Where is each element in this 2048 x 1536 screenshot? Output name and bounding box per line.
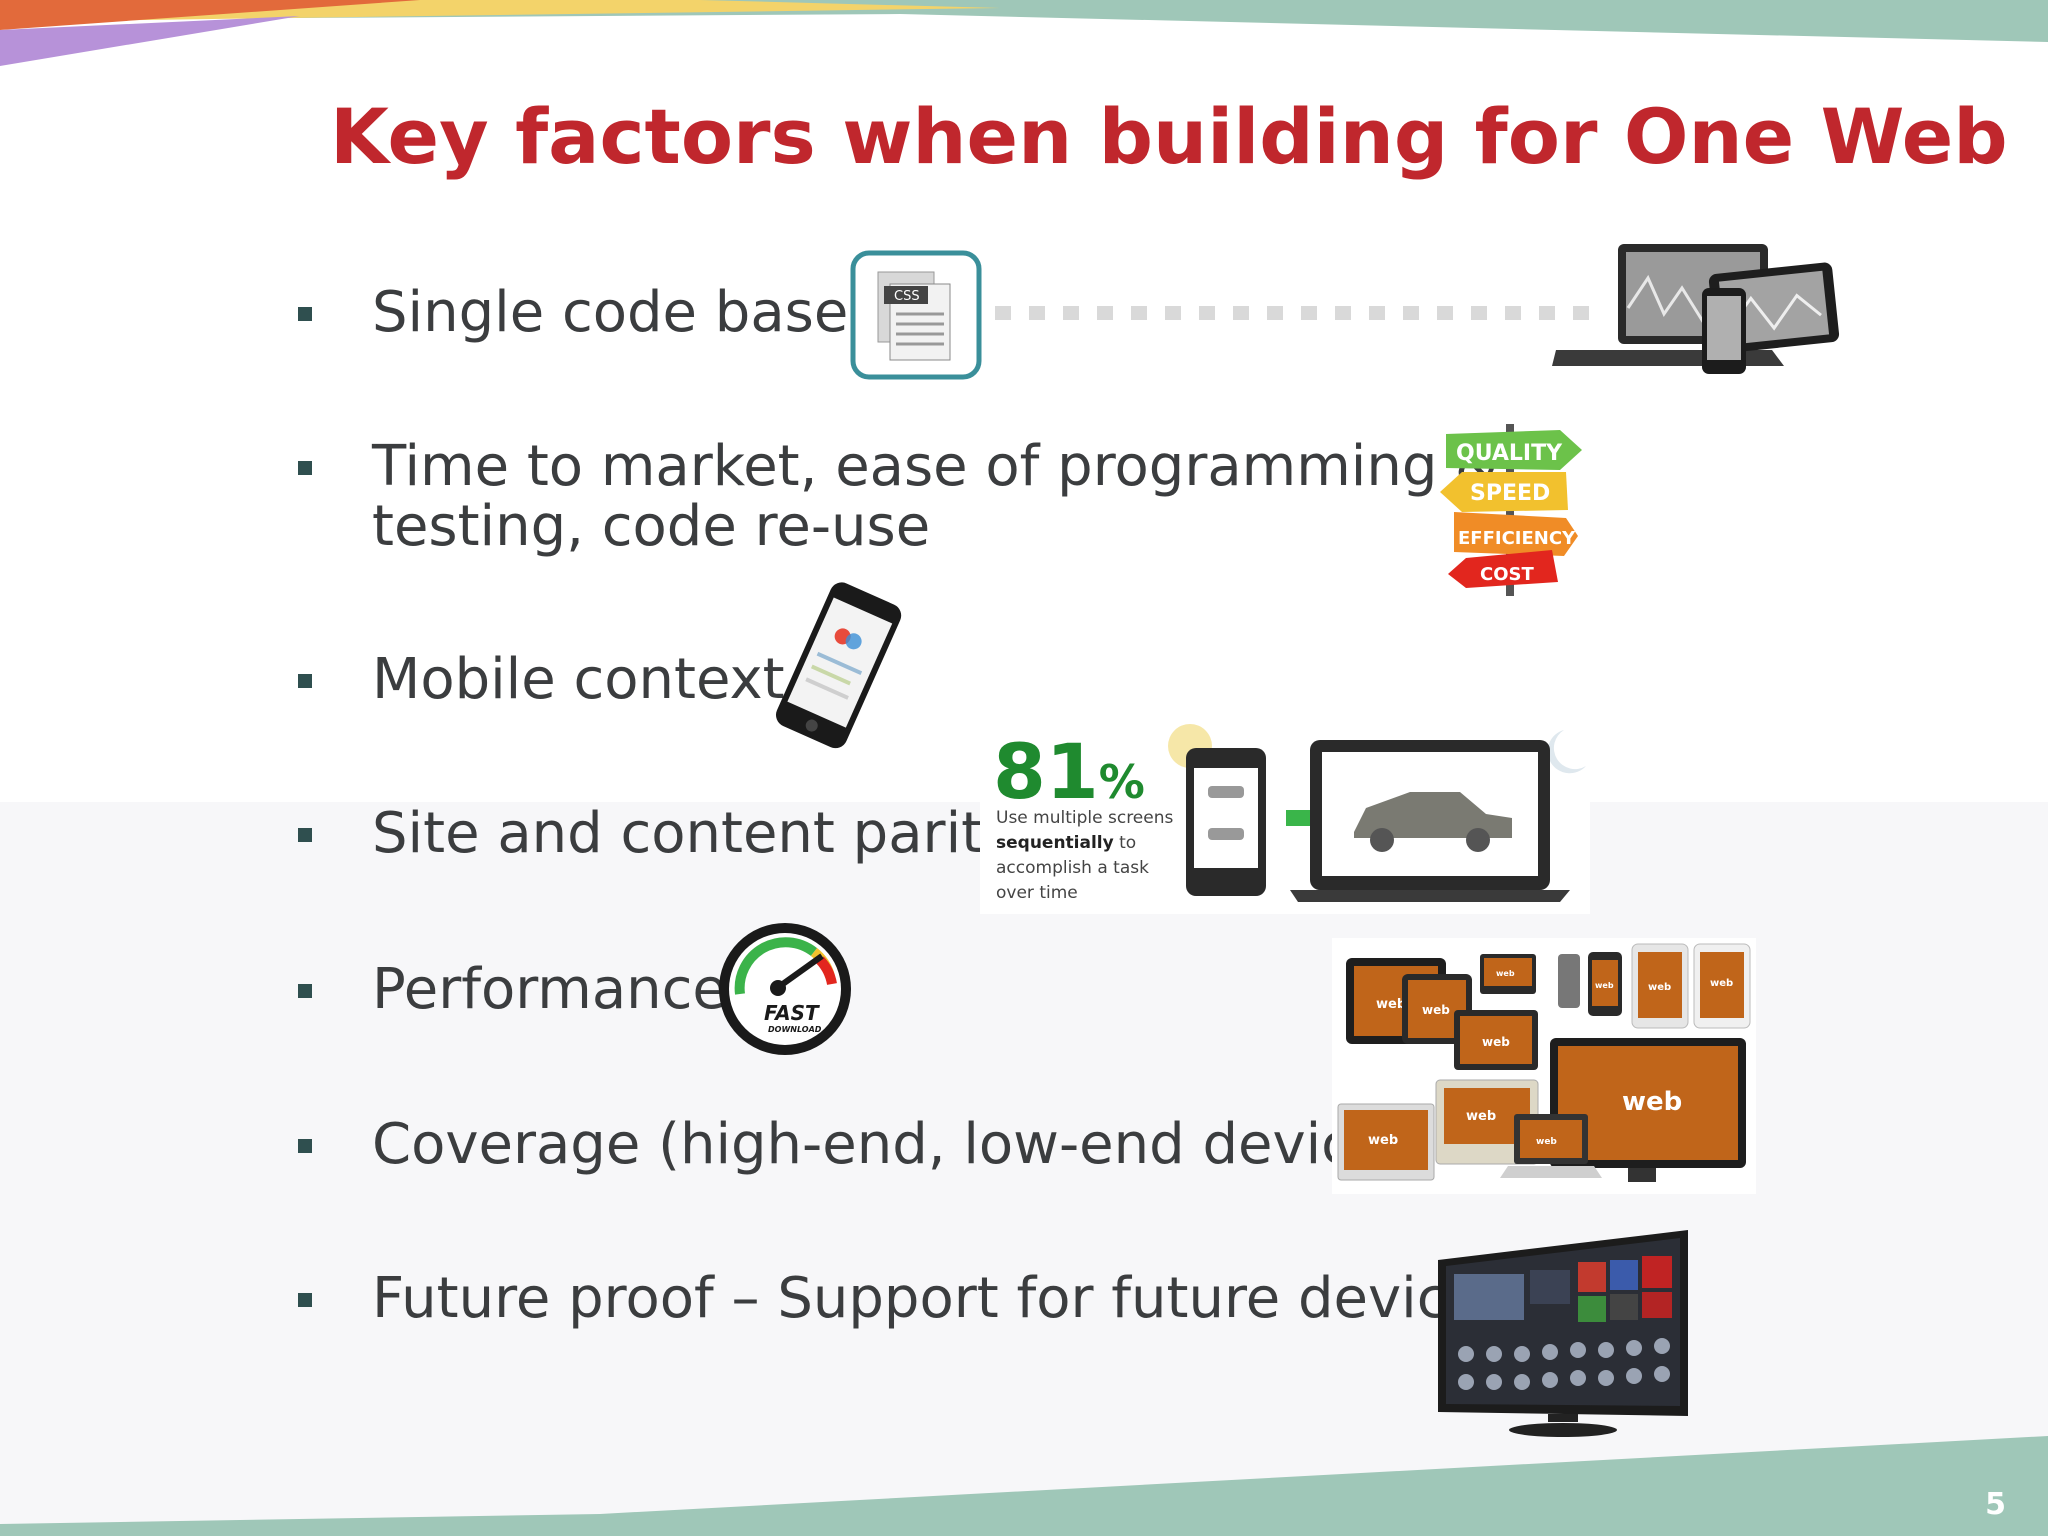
bullet-marker (298, 828, 312, 842)
bullet-performance: Performance (372, 957, 727, 1022)
web-label: web (1536, 1137, 1557, 1147)
device-collection-image: web web web web web web web web web web … (1332, 938, 1756, 1194)
web-label: web (1710, 978, 1733, 989)
web-label: web (1376, 997, 1406, 1012)
web-label: web (1496, 969, 1515, 978)
stat-caption-line2: sequentially to (996, 831, 1176, 856)
sign-efficiency: EFFICIENCY (1458, 528, 1576, 549)
stat-percentage: 81% (993, 727, 1145, 816)
stat-caption-line4: over time (996, 883, 1078, 903)
stat-caption: Use multiple screens sequentially to acc… (996, 806, 1176, 906)
bullet-marker (298, 674, 312, 688)
stat-number-value: 81 (993, 727, 1099, 816)
phone-to-laptop-image (1168, 724, 1586, 902)
sign-quality: QUALITY (1456, 441, 1563, 466)
laptop-tablet-phone-image (1552, 244, 1840, 374)
speedometer-icon: FAST DOWNLOAD (719, 923, 851, 1055)
page-number: 5 (1985, 1487, 2006, 1522)
code-document-icon: CSS (850, 250, 982, 380)
bullet-coverage: Coverage (high-end, low-end devices) (372, 1112, 1438, 1177)
bullet-site-content-parity: Site and content parity (372, 801, 1017, 866)
direction-signpost-image: QUALITY SPEED EFFICIENCY COST (1440, 424, 1582, 596)
bullet-time-to-market-line2: testing, code re-use (372, 494, 931, 559)
stat-caption-line3: accomplish a task (996, 858, 1149, 878)
bullet-marker (298, 1139, 312, 1153)
web-label: web (1422, 1003, 1450, 1017)
web-label: web (1648, 982, 1671, 993)
bottom-decorative-bar (0, 1436, 2048, 1536)
speedometer-fast-label: FAST (764, 1001, 820, 1025)
web-label: web (1368, 1133, 1398, 1148)
stat-percent-sign: % (1098, 755, 1145, 809)
top-decorative-bar (0, 0, 2048, 66)
stat-caption-line1: Use multiple screens (996, 808, 1174, 828)
sign-cost: COST (1480, 564, 1534, 585)
bullet-mobile-context: Mobile context (372, 647, 785, 712)
slide-title: Key factors when building for One Web (330, 92, 2008, 181)
web-label: web (1466, 1109, 1496, 1124)
stat-caption-bold: sequentially (996, 833, 1114, 853)
web-label: web (1482, 1035, 1510, 1049)
bullet-future-proof: Future proof – Support for future device… (372, 1266, 1512, 1331)
smart-tv-image (1438, 1230, 1688, 1437)
dotted-connector (995, 306, 1589, 320)
bullet-time-to-market-line1: Time to market, ease of programming & (372, 434, 1499, 499)
bullet-marker (298, 1293, 312, 1307)
css-label: CSS (894, 289, 920, 304)
bullet-marker (298, 461, 312, 475)
bullet-marker (298, 307, 312, 321)
sign-speed: SPEED (1470, 481, 1550, 506)
bullet-single-code-base: Single code base (372, 280, 849, 345)
speedometer-download-label: DOWNLOAD (768, 1025, 822, 1034)
web-label: web (1622, 1087, 1682, 1117)
bullet-marker (298, 984, 312, 998)
web-label: web (1595, 981, 1614, 990)
stat-caption-rest: to (1113, 833, 1137, 853)
smartphone-image (775, 582, 902, 749)
